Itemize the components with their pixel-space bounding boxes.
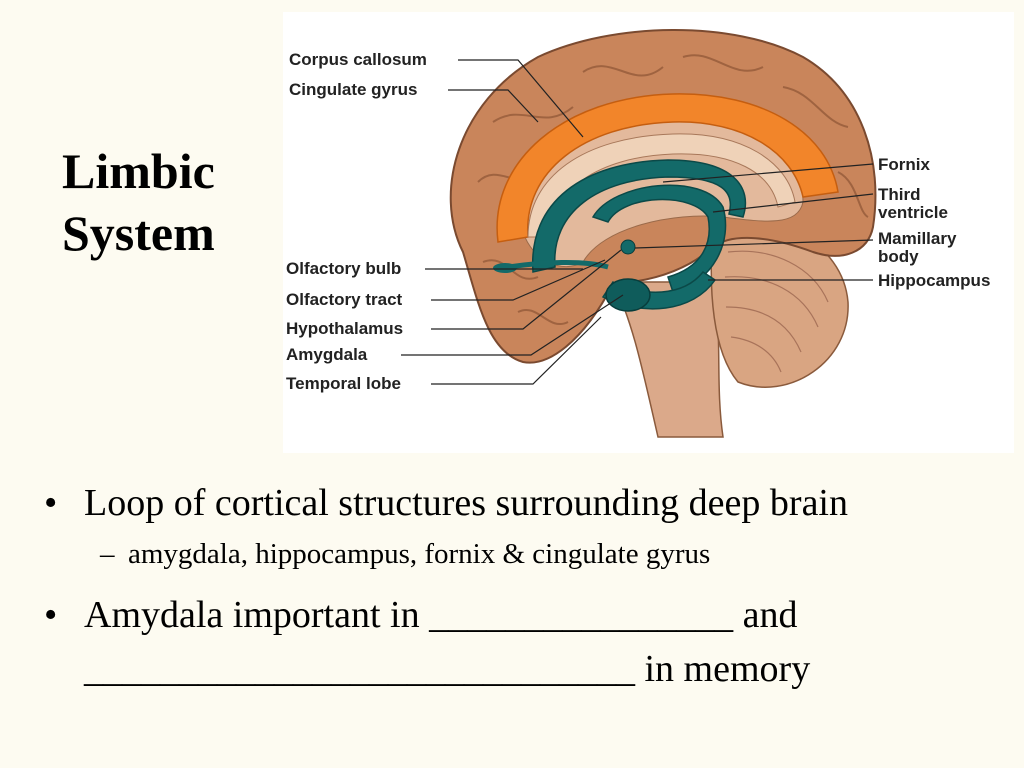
label-cingulate-gyrus: Cingulate gyrus [289,80,418,99]
cerebellum-folia [724,250,829,373]
sub-bullet-text: amygdala, hippocampus, fornix & cingulat… [128,538,711,570]
olfactory-tract [507,259,609,270]
bullet-item-2-line-1: Amydala important in ________________ an… [84,594,798,636]
title-line-2: System [62,205,215,261]
cingulate-gyrus [496,93,839,243]
amygdala [605,278,651,312]
label-hypothalamus: Hypothalamus [286,319,404,338]
label-fornix: Fornix [878,155,930,174]
bullet-item-1: Loop of cortical structures surrounding … [44,478,1014,528]
mamillary-body [620,239,636,255]
sub-bullet-item-1: – amygdala, hippocampus, fornix & cingul… [44,534,1014,574]
label-amygdala: Amygdala [286,345,368,364]
label-olfactory-tract: Olfactory tract [286,290,403,309]
label-corpus-callosum: Corpus callosum [289,50,427,69]
bullet-list: Loop of cortical structures surrounding … [44,478,1014,696]
slide-title: Limbic System [62,140,282,264]
label-olfactory-bulb: Olfactory bulb [286,259,402,278]
title-line-1: Limbic [62,143,215,199]
gyri-pattern [477,54,869,325]
sub-bullet-dash: – [100,538,115,570]
bullet-item-2-line-2: _____________________________ in memory [84,648,811,690]
fornix [532,159,747,273]
label-mamillary-body-1: Mamillary [878,229,957,248]
label-third-ventricle-2: ventricle [878,203,948,222]
label-third-ventricle-1: Third [878,185,921,204]
brain-diagram: Corpus callosum Cingulate gyrus Olfactor… [283,12,1014,453]
label-temporal-lobe: Temporal lobe [286,374,401,393]
label-mamillary-body-2: body [878,247,919,266]
leader-lines [401,59,874,385]
bullet-item-2: Amydala important in ________________ an… [44,588,1014,696]
corpus-callosum [527,133,796,238]
olfactory-bulb-shape [493,263,517,273]
label-hippocampus: Hippocampus [878,271,991,290]
brain-illustration [401,29,877,438]
